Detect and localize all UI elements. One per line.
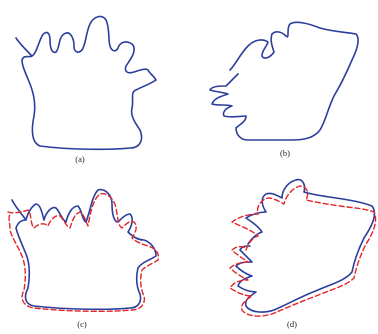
panel-b: (b) [210, 22, 358, 158]
panel-b-contour [210, 22, 358, 140]
panel-a-caption: (a) [75, 154, 85, 164]
panel-d: (d) [230, 180, 376, 329]
panel-a: (a) [16, 17, 156, 164]
panel-b-caption: (b) [280, 148, 290, 158]
panel-c-caption: (c) [77, 319, 87, 329]
panel-c: (c) [8, 190, 158, 329]
panel-d-caption: (d) [287, 319, 297, 329]
panel-c-comparison-contour [8, 194, 158, 312]
panel-d-contour [236, 180, 374, 312]
panel-a-contour [16, 17, 156, 150]
panel-c-contour [12, 190, 156, 310]
